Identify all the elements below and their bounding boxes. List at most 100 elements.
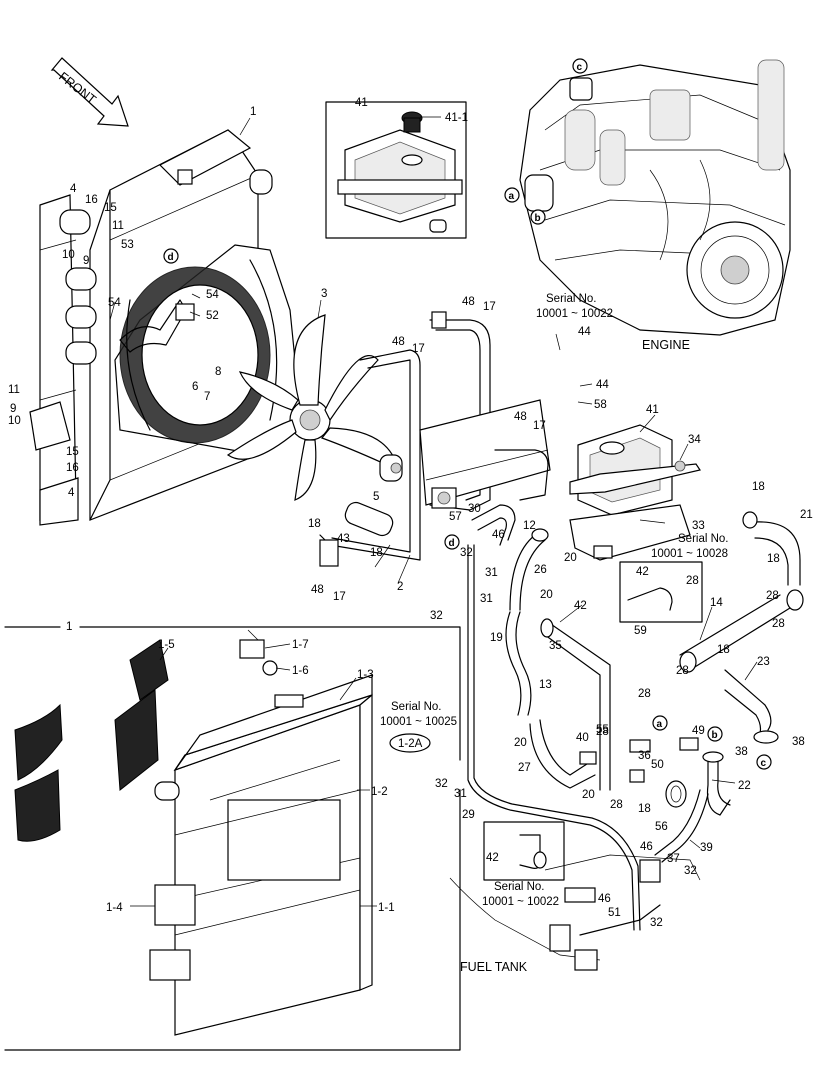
callout-58: 58 <box>594 399 607 411</box>
frame-support <box>319 311 551 567</box>
callout-28-d: 28 <box>638 688 651 700</box>
ref-c-engine: c <box>577 62 583 73</box>
callout-1-inset: 1 <box>66 621 72 633</box>
callout-44-b: 44 <box>596 379 609 391</box>
callout-56: 56 <box>655 821 668 833</box>
callout-28-inset: 28 <box>686 575 699 587</box>
callout-11-side: 11 <box>8 384 20 396</box>
callout-34: 34 <box>688 434 701 446</box>
callout-10-top: 10 <box>62 249 75 261</box>
callout-41-inset: 41 <box>355 97 368 109</box>
callout-38-b: 38 <box>792 736 805 748</box>
callout-2: 2 <box>397 581 403 593</box>
ref-c-pipe: c <box>761 758 767 769</box>
callout-44-a: 44 <box>578 326 591 338</box>
callout-22: 22 <box>738 780 751 792</box>
serial-no-label-4: Serial No. <box>494 881 545 893</box>
callout-1: 1 <box>250 106 256 118</box>
callout-28-f: 28 <box>610 799 623 811</box>
text-labels: ENGINE FUEL TANK Serial No. 10001 ~ 1002… <box>380 293 729 974</box>
serial-range-10022-a: 10001 ~ 10022 <box>536 308 613 320</box>
callout-48-b: 48 <box>392 336 405 348</box>
callout-42-inset: 42 <box>636 566 649 578</box>
callout-41: 41 <box>646 404 659 416</box>
callout-17-a: 17 <box>483 301 496 313</box>
callout-32-c: 32 <box>435 778 448 790</box>
serial-range-10025: 10001 ~ 10025 <box>380 716 457 728</box>
callout-17-b: 17 <box>412 343 425 355</box>
callout-55: 55 <box>596 724 609 736</box>
callout-13: 13 <box>539 679 552 691</box>
ref-b-pipe: b <box>712 730 718 741</box>
fuel-tank-outline <box>449 854 701 971</box>
callout-20-c: 20 <box>514 737 527 749</box>
callout-35: 35 <box>549 640 562 652</box>
serial-no-label-3: Serial No. <box>391 701 442 713</box>
callout-1-2a-oval <box>389 733 431 753</box>
callout-18-e: 18 <box>717 644 730 656</box>
callout-1-5: 1-5 <box>158 639 175 651</box>
callout-10-side: 10 <box>8 415 21 427</box>
hoses <box>467 504 804 931</box>
cooling-fan <box>226 314 403 501</box>
callout-1-4: 1-4 <box>106 902 123 914</box>
callout-18-c: 18 <box>752 481 765 493</box>
callout-42: 42 <box>574 600 587 612</box>
callout-36: 36 <box>638 750 651 762</box>
callout-9-side: 9 <box>10 403 16 415</box>
callout-19: 19 <box>490 632 503 644</box>
reservoir-inset <box>325 101 467 239</box>
callout-15-side: 15 <box>66 446 79 458</box>
engine-label: ENGINE <box>642 338 690 352</box>
callout-14: 14 <box>710 597 723 609</box>
callout-32-a: 32 <box>460 547 473 559</box>
callout-18-b: 18 <box>370 547 383 559</box>
callout-48-c: 48 <box>514 411 527 423</box>
callout-54-a: 54 <box>206 289 219 301</box>
serial-no-label-1: Serial No. <box>546 293 597 305</box>
callout-8: 8 <box>215 366 221 378</box>
callout-6: 6 <box>192 381 198 393</box>
callout-52: 52 <box>206 310 219 322</box>
fuel-tank-label: FUEL TANK <box>460 960 528 974</box>
serial-range-10022-b: 10001 ~ 10022 <box>482 896 559 908</box>
callout-20-d: 20 <box>582 789 595 801</box>
callout-18-a: 18 <box>308 518 321 530</box>
callout-1-7: 1-7 <box>292 639 309 651</box>
callout-40: 40 <box>576 732 589 744</box>
callout-23: 23 <box>757 656 770 668</box>
callout-1-1: 1-1 <box>378 902 395 914</box>
callout-3: 3 <box>321 288 327 300</box>
small-insets <box>483 561 703 881</box>
callout-42-serial-inset: 42 <box>486 852 499 864</box>
callout-37: 37 <box>667 853 680 865</box>
callout-18-f: 18 <box>638 803 651 815</box>
callout-9-top: 9 <box>83 255 89 267</box>
callout-labels: 1 1 2 3 4 4 5 6 7 8 9 9 10 10 11 11 12 1… <box>8 97 813 929</box>
callout-1-3: 1-3 <box>357 669 374 681</box>
callout-7: 7 <box>204 391 210 403</box>
leader-lines <box>109 101 758 907</box>
callout-4-bottom: 4 <box>68 487 75 499</box>
callout-29: 29 <box>462 809 475 821</box>
callout-46-a: 46 <box>492 529 505 541</box>
callout-1-2: 1-2 <box>371 786 388 798</box>
callout-48-a: 48 <box>462 296 475 308</box>
callout-39: 39 <box>700 842 713 854</box>
callout-27: 27 <box>518 762 531 774</box>
ref-d-radiator: d <box>168 252 174 263</box>
callout-32-d: 32 <box>684 865 697 877</box>
callout-57: 57 <box>449 511 462 523</box>
callout-59: 59 <box>634 625 647 637</box>
callout-15-top: 15 <box>104 202 117 214</box>
callout-20-b: 20 <box>540 589 553 601</box>
ref-d-pipe: d <box>449 538 455 549</box>
ref-a-engine: a <box>509 191 515 202</box>
callout-17-d: 17 <box>333 591 346 603</box>
callout-20-a: 20 <box>564 552 577 564</box>
callout-28-e: 28 <box>596 726 609 738</box>
callout-21: 21 <box>800 509 813 521</box>
callout-5: 5 <box>373 491 379 503</box>
callout-16-top: 16 <box>85 194 98 206</box>
callout-1-6: 1-6 <box>292 665 309 677</box>
